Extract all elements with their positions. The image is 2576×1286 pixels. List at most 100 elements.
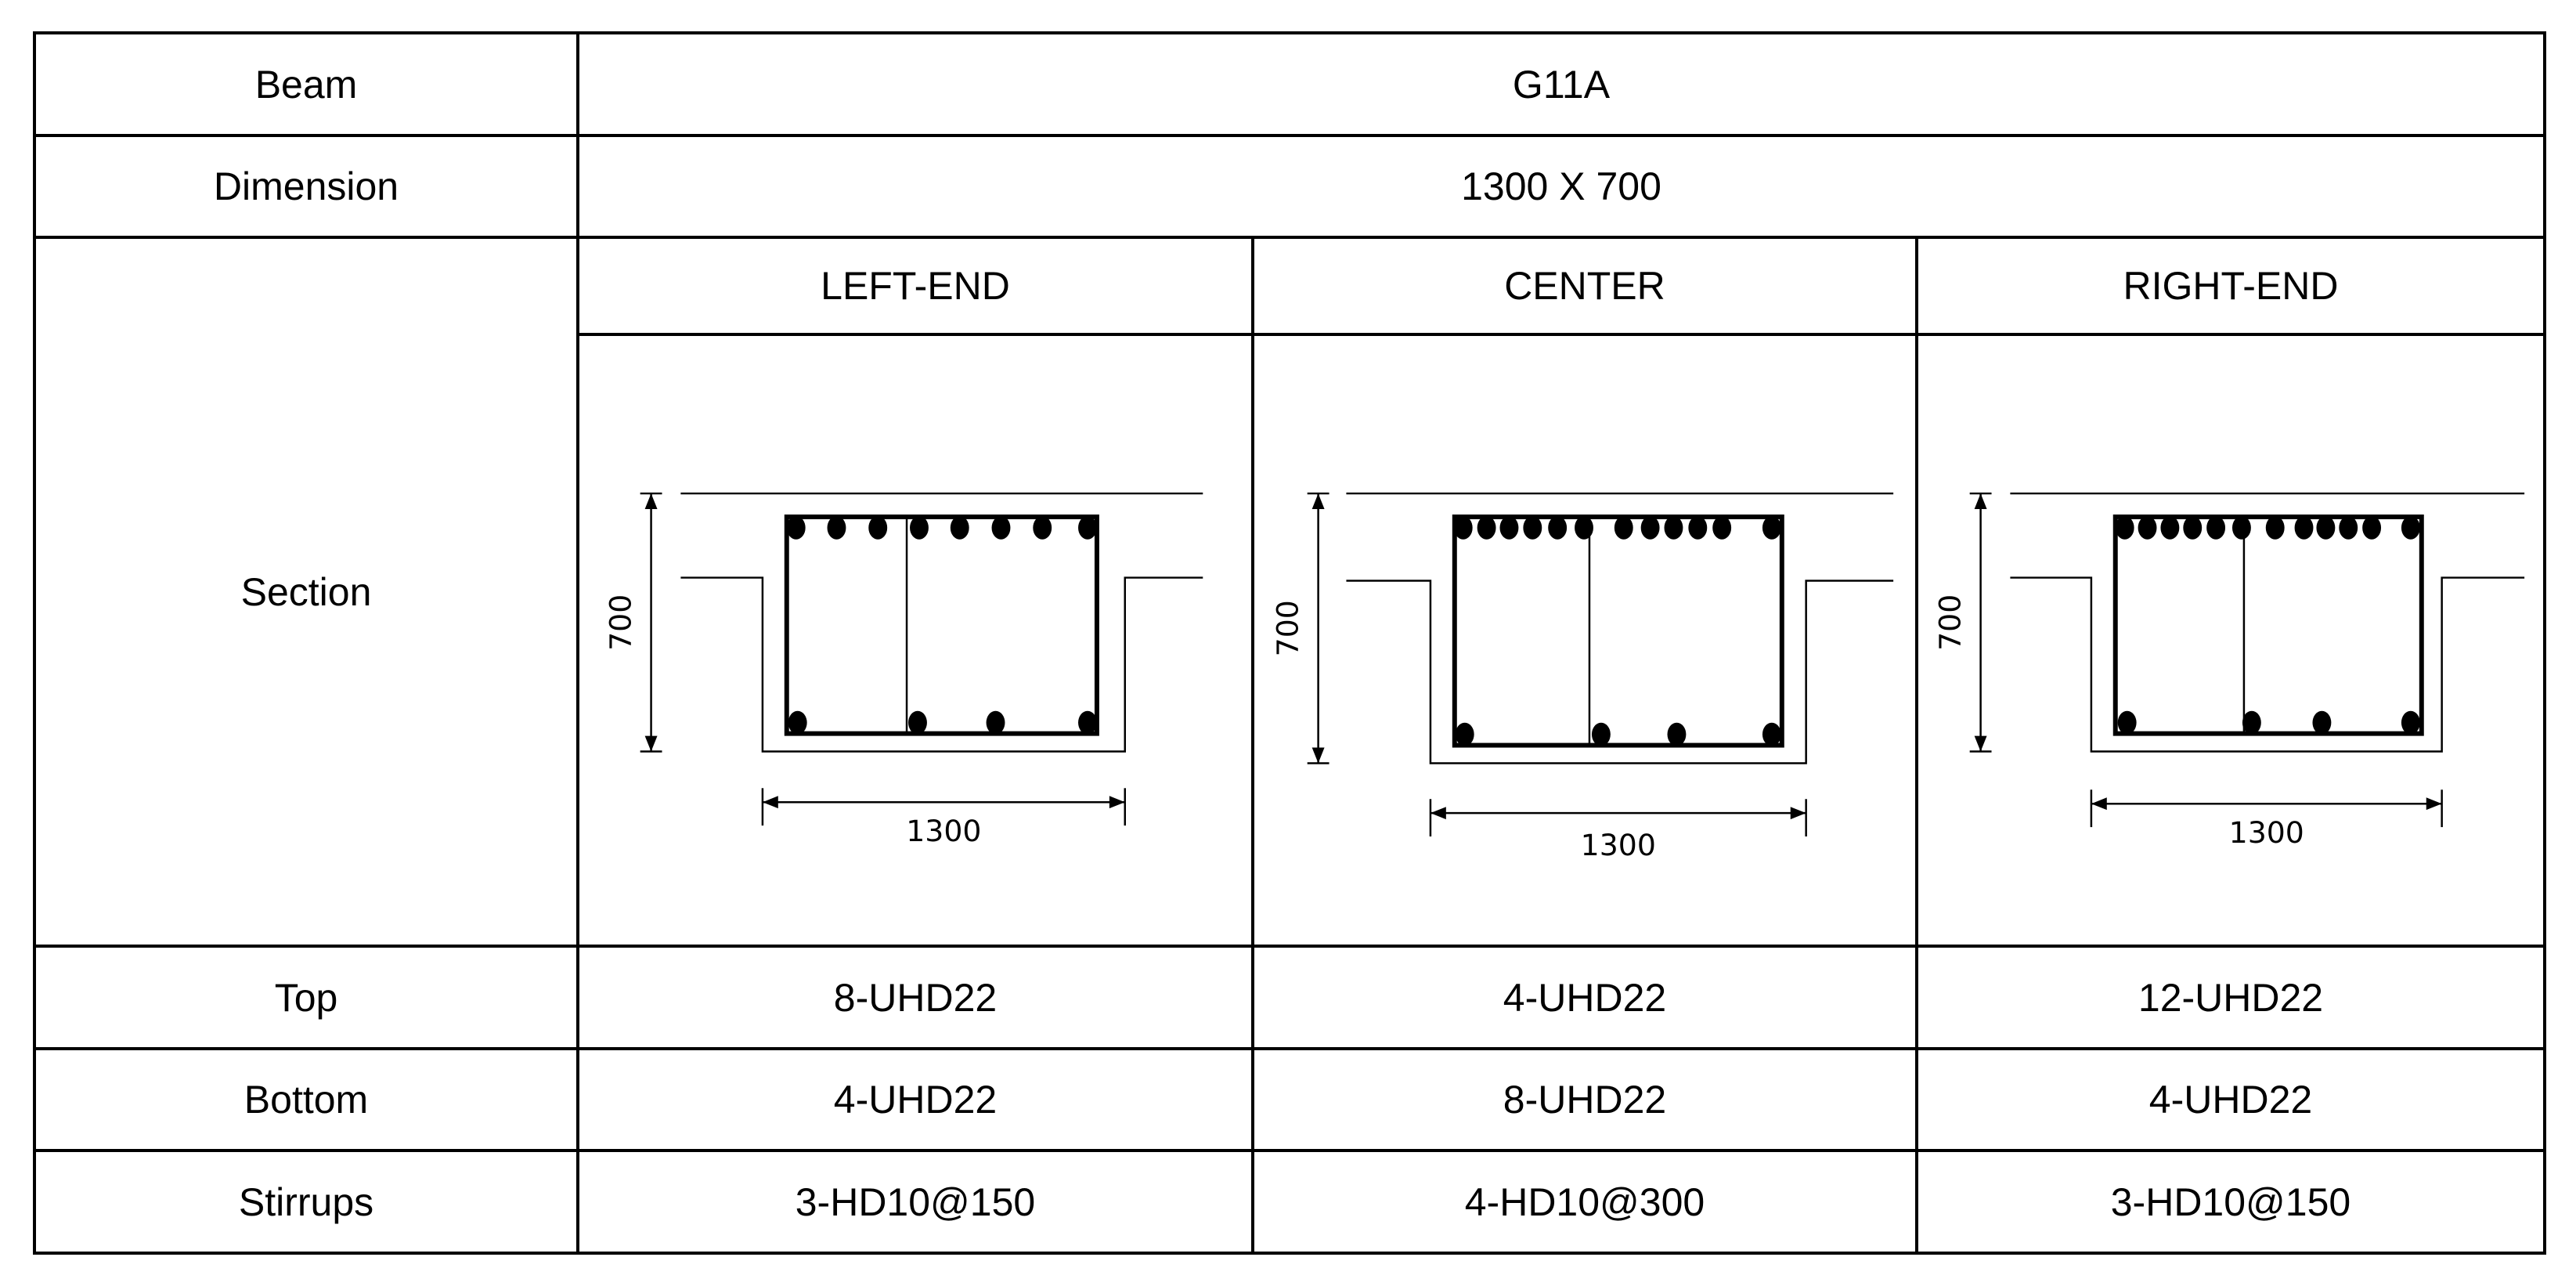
bottom-rebar — [986, 710, 1005, 735]
top-rebar — [910, 515, 929, 540]
top-rebar — [1712, 515, 1732, 540]
arrow-left-icon — [2091, 797, 2107, 811]
top-rebar — [1640, 515, 1660, 540]
top-rebar — [1033, 515, 1052, 540]
bottom-rebar — [2117, 710, 2137, 735]
concrete-outline — [2010, 576, 2525, 753]
arrow-down-icon — [644, 735, 658, 752]
bottom-row: Bottom 4-UHD22 8-UHD22 4-UHD22 — [33, 1047, 2546, 1153]
bottom-center: 8-UHD22 — [1251, 1047, 1918, 1153]
section-drawing-center: 700 1300 — [1251, 332, 1918, 948]
arrow-up-icon — [644, 493, 658, 509]
stirrup-outline — [2112, 514, 2424, 736]
arrow-right-icon — [1790, 807, 1806, 820]
concrete-outline — [1346, 580, 1894, 764]
top-rebar — [1614, 515, 1633, 540]
beam-label: Beam — [33, 31, 579, 137]
top-rebar — [1453, 515, 1473, 540]
bottom-rebar — [1591, 722, 1611, 746]
top-label: Top — [33, 945, 579, 1051]
section-label: Section — [33, 235, 579, 948]
section-header-row: Section LEFT-END CENTER RIGHT-END — [33, 235, 2546, 948]
section-drawing-row: 700 1300 700 1300 700 1300 — [34, 332, 2546, 948]
beam-section-drawing: 700 1300 — [604, 492, 1203, 848]
top-rebar — [2265, 515, 2285, 540]
stirrup-outline — [1452, 514, 1784, 748]
top-right-end: 12-UHD22 — [1915, 945, 2546, 1051]
top-rebar — [2401, 515, 2420, 540]
height-dimension-label: 700 — [604, 594, 638, 651]
stirrups-left-end: 3-HD10@150 — [576, 1149, 1254, 1255]
bottom-rebar — [2242, 710, 2261, 735]
top-row: Top 8-UHD22 4-UHD22 12-UHD22 — [33, 945, 2546, 1051]
top-rebar — [868, 515, 888, 540]
dimension-value: 1300 X 700 — [576, 134, 2546, 239]
top-rebar — [1523, 515, 1542, 540]
dimension-row: Dimension 1300 X 700 — [33, 134, 2546, 239]
top-rebar — [2231, 515, 2251, 540]
section-drawing-right-end: 700 1300 — [1915, 332, 2546, 948]
width-dimension-label: 1300 — [2229, 815, 2304, 850]
column-header-right-end: RIGHT-END — [1915, 236, 2546, 336]
arrow-right-icon — [2426, 797, 2442, 811]
top-rebar — [1477, 515, 1496, 540]
arrow-left-icon — [762, 796, 778, 809]
top-rebar — [1762, 515, 1781, 540]
arrow-right-icon — [1109, 796, 1125, 809]
beam-schedule-table: Beam G11A Dimension 1300 X 700 Section L… — [33, 31, 2546, 1255]
stirrup-outline — [784, 514, 1099, 736]
bottom-right-end: 4-UHD22 — [1915, 1047, 2546, 1153]
top-left-end: 8-UHD22 — [576, 945, 1254, 1051]
arrow-up-icon — [1311, 493, 1325, 509]
top-rebar — [2160, 515, 2180, 540]
stirrups-row: Stirrups 3-HD10@150 4-HD10@300 3-HD10@15… — [33, 1149, 2546, 1255]
top-rebar — [991, 515, 1011, 540]
bottom-label: Bottom — [33, 1047, 579, 1153]
width-dimension-label: 1300 — [906, 814, 981, 848]
bottom-left-end: 4-UHD22 — [576, 1047, 1254, 1153]
stirrups-center: 4-HD10@300 — [1251, 1149, 1918, 1255]
top-rebar — [2339, 515, 2358, 540]
top-rebar — [2294, 515, 2314, 540]
top-rebar — [2316, 515, 2336, 540]
bottom-rebar — [2401, 710, 2420, 735]
top-rebar — [2115, 515, 2134, 540]
top-rebar — [1499, 515, 1519, 540]
bottom-rebar — [788, 710, 807, 735]
stirrups-label: Stirrups — [33, 1149, 579, 1255]
top-rebar — [827, 515, 846, 540]
stirrups-right-end: 3-HD10@150 — [1915, 1149, 2546, 1255]
dimension-label: Dimension — [33, 134, 579, 239]
top-rebar — [2362, 515, 2382, 540]
top-rebar — [2206, 515, 2226, 540]
top-rebar — [786, 515, 806, 540]
bottom-rebar — [1455, 722, 1474, 746]
bottom-rebar — [2312, 710, 2332, 735]
section-drawing-left-end: 700 1300 — [576, 332, 1254, 948]
top-rebar — [950, 515, 969, 540]
arrow-left-icon — [1430, 807, 1446, 820]
top-rebar — [2138, 515, 2157, 540]
width-dimension-label: 1300 — [1581, 828, 1656, 862]
beam-value: G11A — [576, 31, 2546, 137]
height-dimension-label: 700 — [1271, 600, 1305, 656]
bottom-rebar — [1762, 722, 1781, 746]
concrete-outline — [680, 576, 1203, 753]
top-center: 4-UHD22 — [1251, 945, 1918, 1051]
top-rebar — [1078, 515, 1097, 540]
height-dimension-label: 700 — [1933, 594, 1968, 651]
arrow-down-icon — [1311, 747, 1325, 764]
bottom-rebar — [908, 710, 927, 735]
bottom-rebar — [1078, 710, 1097, 735]
top-rebar — [2183, 515, 2203, 540]
top-rebar — [1688, 515, 1708, 540]
arrow-down-icon — [1974, 735, 1987, 752]
top-rebar — [1664, 515, 1683, 540]
top-rebar — [1575, 515, 1593, 540]
column-header-center: CENTER — [1251, 236, 1918, 336]
top-rebar — [1548, 515, 1568, 540]
bottom-rebar — [1667, 722, 1687, 746]
beam-row: Beam G11A — [33, 31, 2546, 137]
arrow-up-icon — [1974, 493, 1987, 509]
column-header-left-end: LEFT-END — [576, 236, 1254, 336]
